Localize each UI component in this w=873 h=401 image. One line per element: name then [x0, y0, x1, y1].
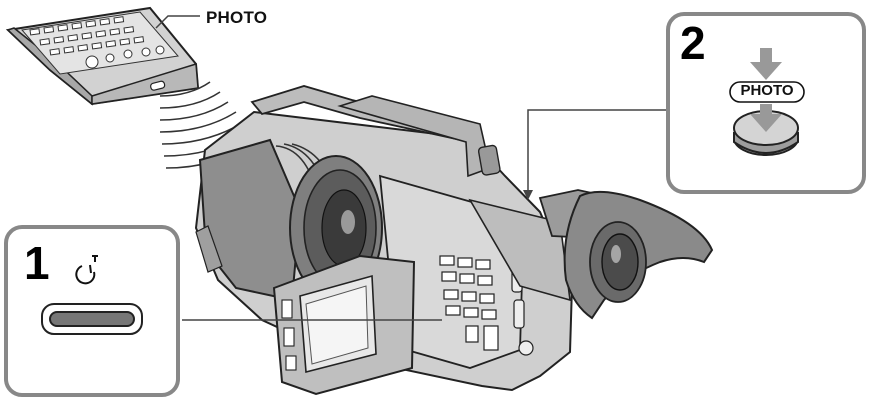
down-arrow-icon: [750, 48, 782, 80]
step2-panel: [666, 12, 866, 194]
step1-number: 1: [24, 237, 50, 289]
step2-number: 2: [680, 17, 706, 69]
step2-leader: [527, 109, 668, 196]
photo-button-label-frame: [729, 81, 805, 103]
self-timer-icon: [75, 255, 98, 285]
camcorder-icon: [194, 85, 714, 396]
press-arrow-icon: [750, 104, 782, 132]
photo-button-label: PHOTO: [740, 82, 794, 99]
step2-leader-arrowhead: [523, 190, 533, 200]
step1-panel: [4, 225, 180, 397]
remote-photo-label: PHOTO: [206, 8, 268, 27]
self-timer-button: [41, 303, 143, 335]
remote-photo-leader: [155, 15, 200, 29]
remote-control-icon: [5, 6, 200, 106]
